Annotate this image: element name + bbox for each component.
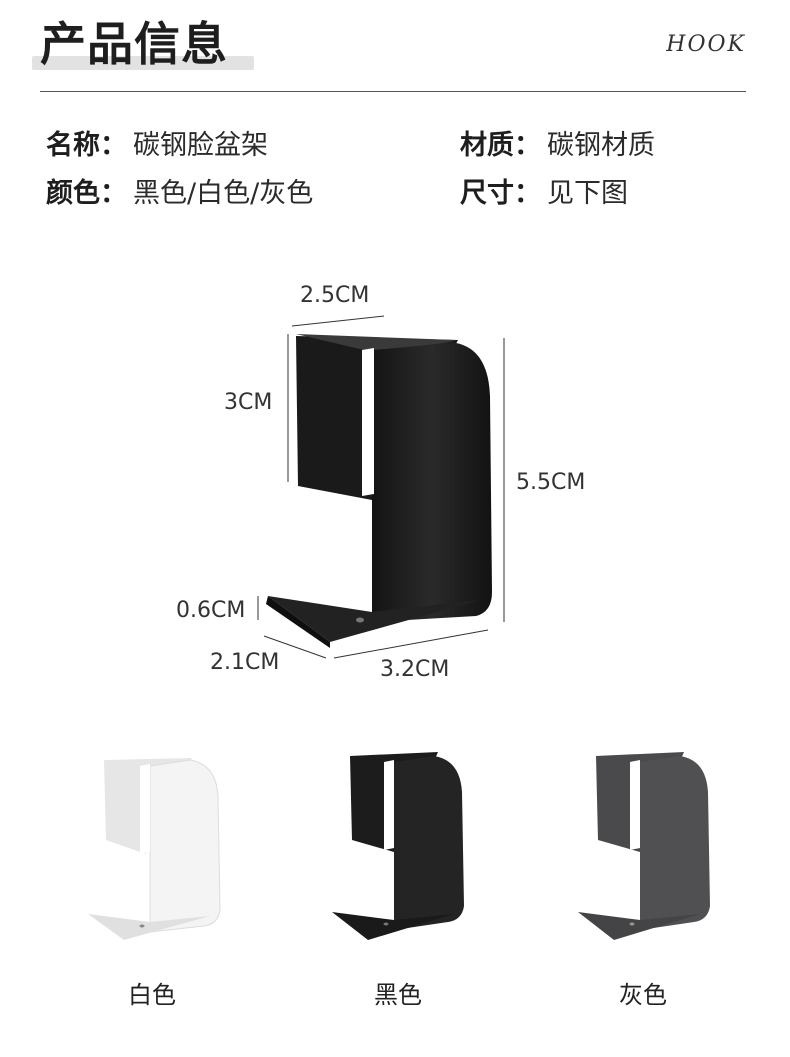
spec-name-value: 碳钢脸盆架	[133, 130, 268, 161]
dim-base-width: 3.2CM	[380, 657, 450, 682]
variant-label-black: 黑色	[374, 981, 422, 1009]
hook-black-large	[266, 334, 492, 648]
hook-grey	[578, 752, 710, 940]
dimension-lines	[257, 315, 505, 659]
spec-size-key: 尺寸：	[460, 178, 541, 209]
dim-base-depth: 2.1CM	[210, 650, 280, 675]
spec-material: 材质：碳钢材质	[460, 128, 655, 164]
dim-total-height: 5.5CM	[516, 470, 586, 495]
hook-black	[332, 752, 464, 940]
spec-material-key: 材质：	[460, 130, 541, 161]
brand-tag: HOOK	[666, 32, 746, 57]
header-divider	[40, 91, 746, 92]
spec-color-key: 颜色：	[46, 178, 127, 209]
dim-lip-height: 0.6CM	[176, 598, 246, 623]
hook-dimension-diagram	[257, 315, 505, 659]
spec-name-key: 名称：	[46, 130, 127, 161]
hook-white	[88, 758, 221, 940]
title-underline-bar	[32, 56, 254, 70]
spec-size: 尺寸：见下图	[460, 176, 628, 212]
dim-inner-height: 3CM	[224, 390, 273, 415]
page-header: 产品信息 HOOK	[0, 0, 790, 95]
spec-color-value: 黑色/白色/灰色	[133, 178, 314, 209]
spec-color: 颜色：黑色/白色/灰色	[46, 176, 313, 212]
color-variants	[88, 752, 710, 940]
variant-label-white: 白色	[128, 981, 176, 1009]
dim-top-width: 2.5CM	[300, 283, 370, 308]
page-title: 产品信息	[40, 17, 228, 71]
spec-material-value: 碳钢材质	[547, 130, 655, 161]
spec-name: 名称：碳钢脸盆架	[46, 128, 268, 164]
spec-size-value: 见下图	[547, 178, 628, 209]
variant-label-grey: 灰色	[619, 981, 667, 1009]
